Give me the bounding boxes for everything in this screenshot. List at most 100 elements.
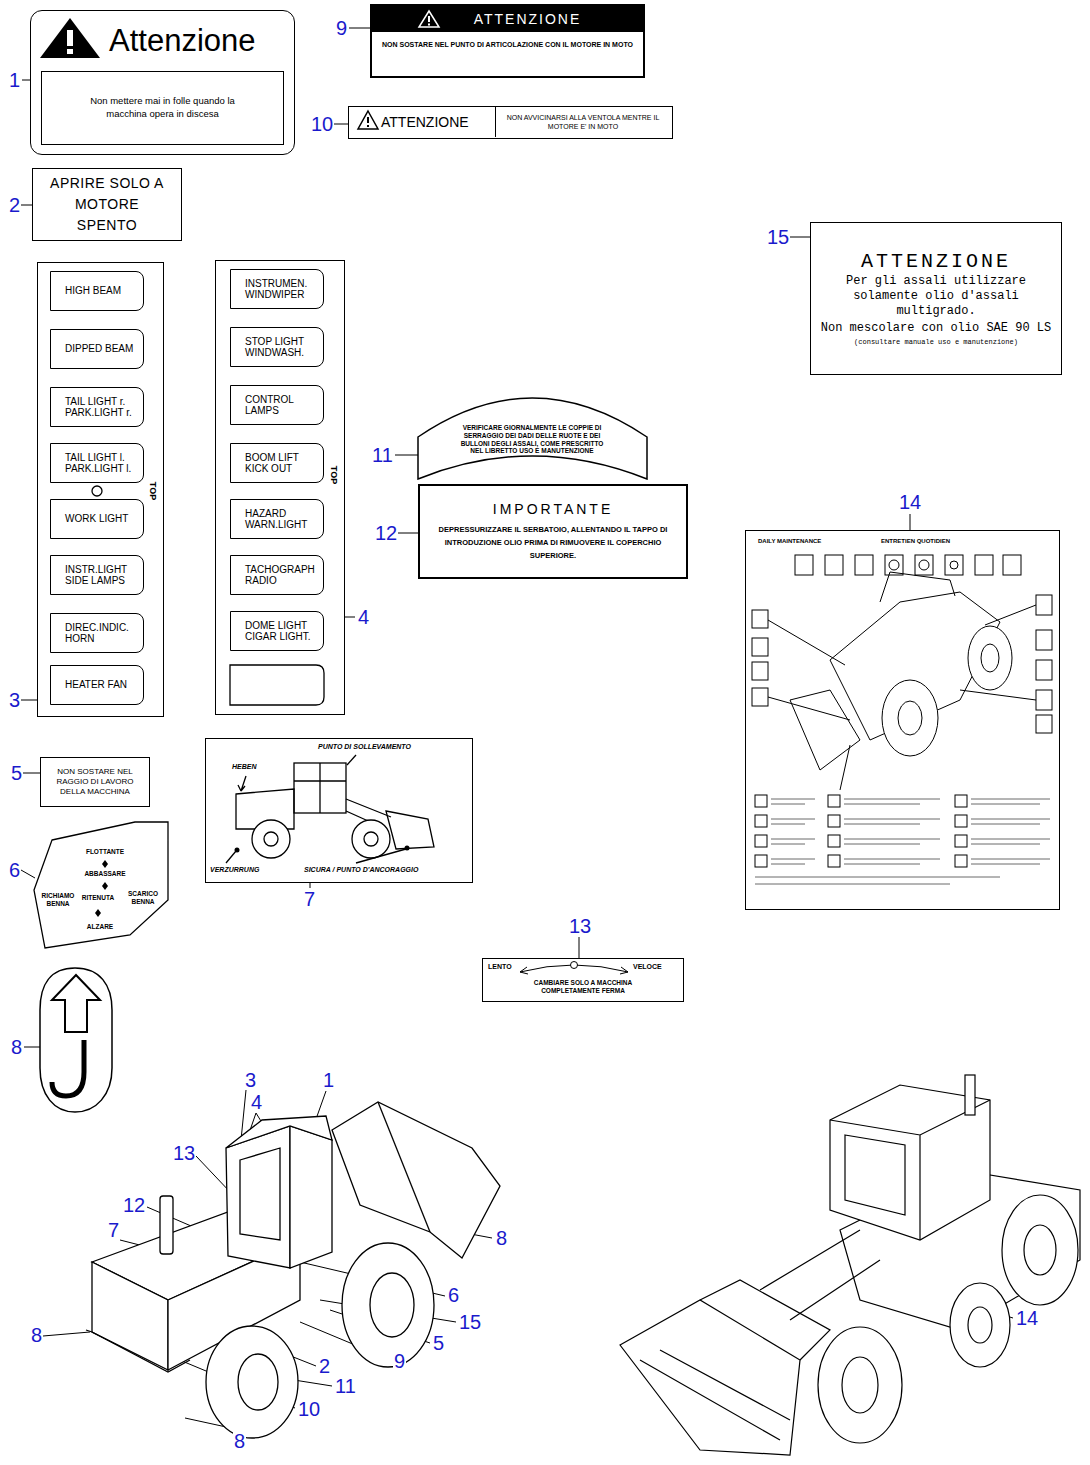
loader-sketch: [319, 763, 320, 813]
callout-number: 1: [8, 70, 21, 90]
decal-text: CAMBIARE SOLO A MACCHINA COMPLETAMENTE F…: [511, 979, 655, 995]
maintenance-chart-art: [945, 555, 963, 575]
maintenance-chart-art: [1003, 555, 1021, 575]
maintenance-chart-art: [795, 555, 813, 575]
maintenance-chart-art: [1036, 630, 1052, 650]
decal-text: ATTENZIONE: [381, 114, 469, 130]
decal-text: RICHIAMO BENNA: [37, 892, 79, 908]
curved-outline: [415, 395, 650, 483]
important-decal: IMPORTANTEDEPRESSURIZZARE IL SERBATOIO, …: [418, 484, 688, 579]
wheel-loader-drawing: [760, 1230, 880, 1320]
warning-decal: NON SOSTARE NEL RAGGIO DI LAVORO DELLA M…: [40, 757, 150, 807]
decal-text: DIPPED BEAM: [65, 343, 133, 355]
callout-number: 7: [107, 1220, 120, 1240]
callout-number: 3: [244, 1070, 257, 1090]
maintenance-chart-art: [755, 855, 767, 867]
switch-tag: HAZARD WARN.LIGHT: [230, 499, 324, 539]
wheel-loader-drawing: [1024, 1225, 1056, 1275]
decal-text: Per gli assali utilizzare solamente olio…: [819, 274, 1053, 319]
decal-text: HIGH BEAM: [65, 285, 121, 297]
maintenance-chart-art: [844, 864, 920, 865]
maintenance-chart-art: [752, 638, 768, 656]
maintenance-chart-art: [1036, 690, 1052, 710]
wheel-loader-drawing: [700, 1280, 830, 1360]
maintenance-chart-art: [755, 884, 950, 885]
wheel-loader-drawing: [206, 1326, 298, 1438]
warning-triangle: [367, 117, 369, 123]
lifting-hook-decal: [52, 1040, 84, 1096]
maintenance-chart-art: [968, 626, 1012, 690]
maintenance-chart-art: [790, 690, 860, 770]
decal-text: TOP: [147, 478, 159, 504]
callout-number: 8: [10, 1037, 23, 1057]
maintenance-chart-art: [752, 688, 768, 706]
wheel-loader-drawing: [620, 1075, 1080, 1455]
callout-number: 6: [8, 860, 21, 880]
maintenance-chart-art: [828, 795, 840, 807]
leader-line: [21, 205, 32, 206]
decal-text: INSTRUMEN. WINDWIPER: [245, 278, 319, 301]
maintenance-chart-art: [885, 555, 903, 575]
switch-tag: INSTR.LIGHT SIDE LAMPS: [50, 555, 144, 595]
loader-sketch: [226, 851, 236, 863]
leader-line: [24, 1047, 40, 1048]
callout-number: 9: [335, 18, 348, 38]
maintenance-chart-art: [975, 555, 993, 575]
leader-line: [334, 124, 348, 125]
decal-text: BOOM LIFT KICK OUT: [245, 452, 319, 475]
wheel-loader-drawing: [968, 1307, 992, 1343]
gear-change-decal: LENTOVELOCECAMBIARE SOLO A MACCHINA COMP…: [482, 958, 684, 1002]
decal-text: ATTENZIONE: [861, 250, 1011, 274]
decal-text: Non mescolare con olio SAE 90 LS: [821, 321, 1051, 336]
callout-number: 8: [233, 1431, 246, 1451]
warning-decal: ATTENZIONENON SOSTARE NEL PUNTO DI ARTIC…: [370, 4, 645, 78]
maintenance-chart-art: [844, 819, 940, 820]
maintenance-chart-art: [915, 555, 933, 575]
wheel-loader-drawing: [226, 1116, 332, 1148]
decal-text: NON AVVICINARSI ALLA VENTOLA MENTRE IL M…: [495, 107, 670, 137]
maintenance-chart-art: [752, 662, 768, 680]
callout-number: 2: [8, 195, 21, 215]
switch-tag: DIREC.INDIC. HORN: [50, 613, 144, 653]
maintenance-chart-art: [955, 855, 967, 867]
maintenance-chart-art: [844, 804, 920, 805]
speed-arrow: [571, 962, 578, 969]
decal-text: ATTENZIONE: [372, 6, 643, 32]
wheel-loader-drawing: [1002, 1195, 1078, 1305]
maintenance-chart-art: [960, 690, 1036, 700]
loader-sketch: [252, 820, 290, 858]
callout-number: 5: [432, 1333, 445, 1353]
maintenance-chart-art: [880, 572, 955, 602]
maintenance-chart-art: [771, 819, 815, 820]
loader-sketch: [235, 848, 240, 853]
decal-text: DAILY MAINTENANCE: [758, 538, 821, 544]
speed-arrow: [620, 967, 628, 974]
wheel-loader-drawing: [620, 1300, 800, 1455]
switch-tag: TAIL LIGHT r. PARK.LIGHT r.: [50, 387, 144, 427]
speed-arrow: [520, 967, 528, 974]
decal-text: SICURA / PUNTO D'ANCORAGGIO: [304, 866, 418, 873]
maintenance-chart-art: [755, 799, 1050, 884]
loader-sketch: [238, 776, 246, 791]
warning-decal: ATTENZIONE NON AVVICINARSI ALLA VENTOLA M…: [348, 106, 673, 139]
maintenance-chart-art: [755, 815, 767, 827]
wheel-loader-drawing: [86, 1102, 500, 1438]
decal-text: TAIL LIGHT r. PARK.LIGHT r.: [65, 396, 139, 419]
loader-sketch: [364, 832, 378, 846]
maintenance-chart-art: [768, 620, 845, 665]
callout-number: 5: [10, 763, 23, 783]
callout-number: 14: [1015, 1308, 1039, 1328]
decal-text: APRIRE SOLO A MOTORE SPENTO: [43, 173, 171, 236]
lifting-hook-decal: [40, 968, 112, 1112]
maintenance-chart-art: [768, 697, 850, 720]
maintenance-chart-art: [844, 824, 920, 825]
maintenance-chart-art: [855, 555, 873, 575]
speed-arrow: [520, 962, 628, 975]
callout-number: 2: [318, 1356, 331, 1376]
loader-sketch: [352, 820, 390, 858]
loader-sketch: [405, 846, 410, 851]
instruction-decal: APRIRE SOLO A MOTORE SPENTO: [32, 168, 182, 241]
warning-triangle: [367, 125, 369, 127]
maintenance-chart-art: [1036, 660, 1052, 680]
